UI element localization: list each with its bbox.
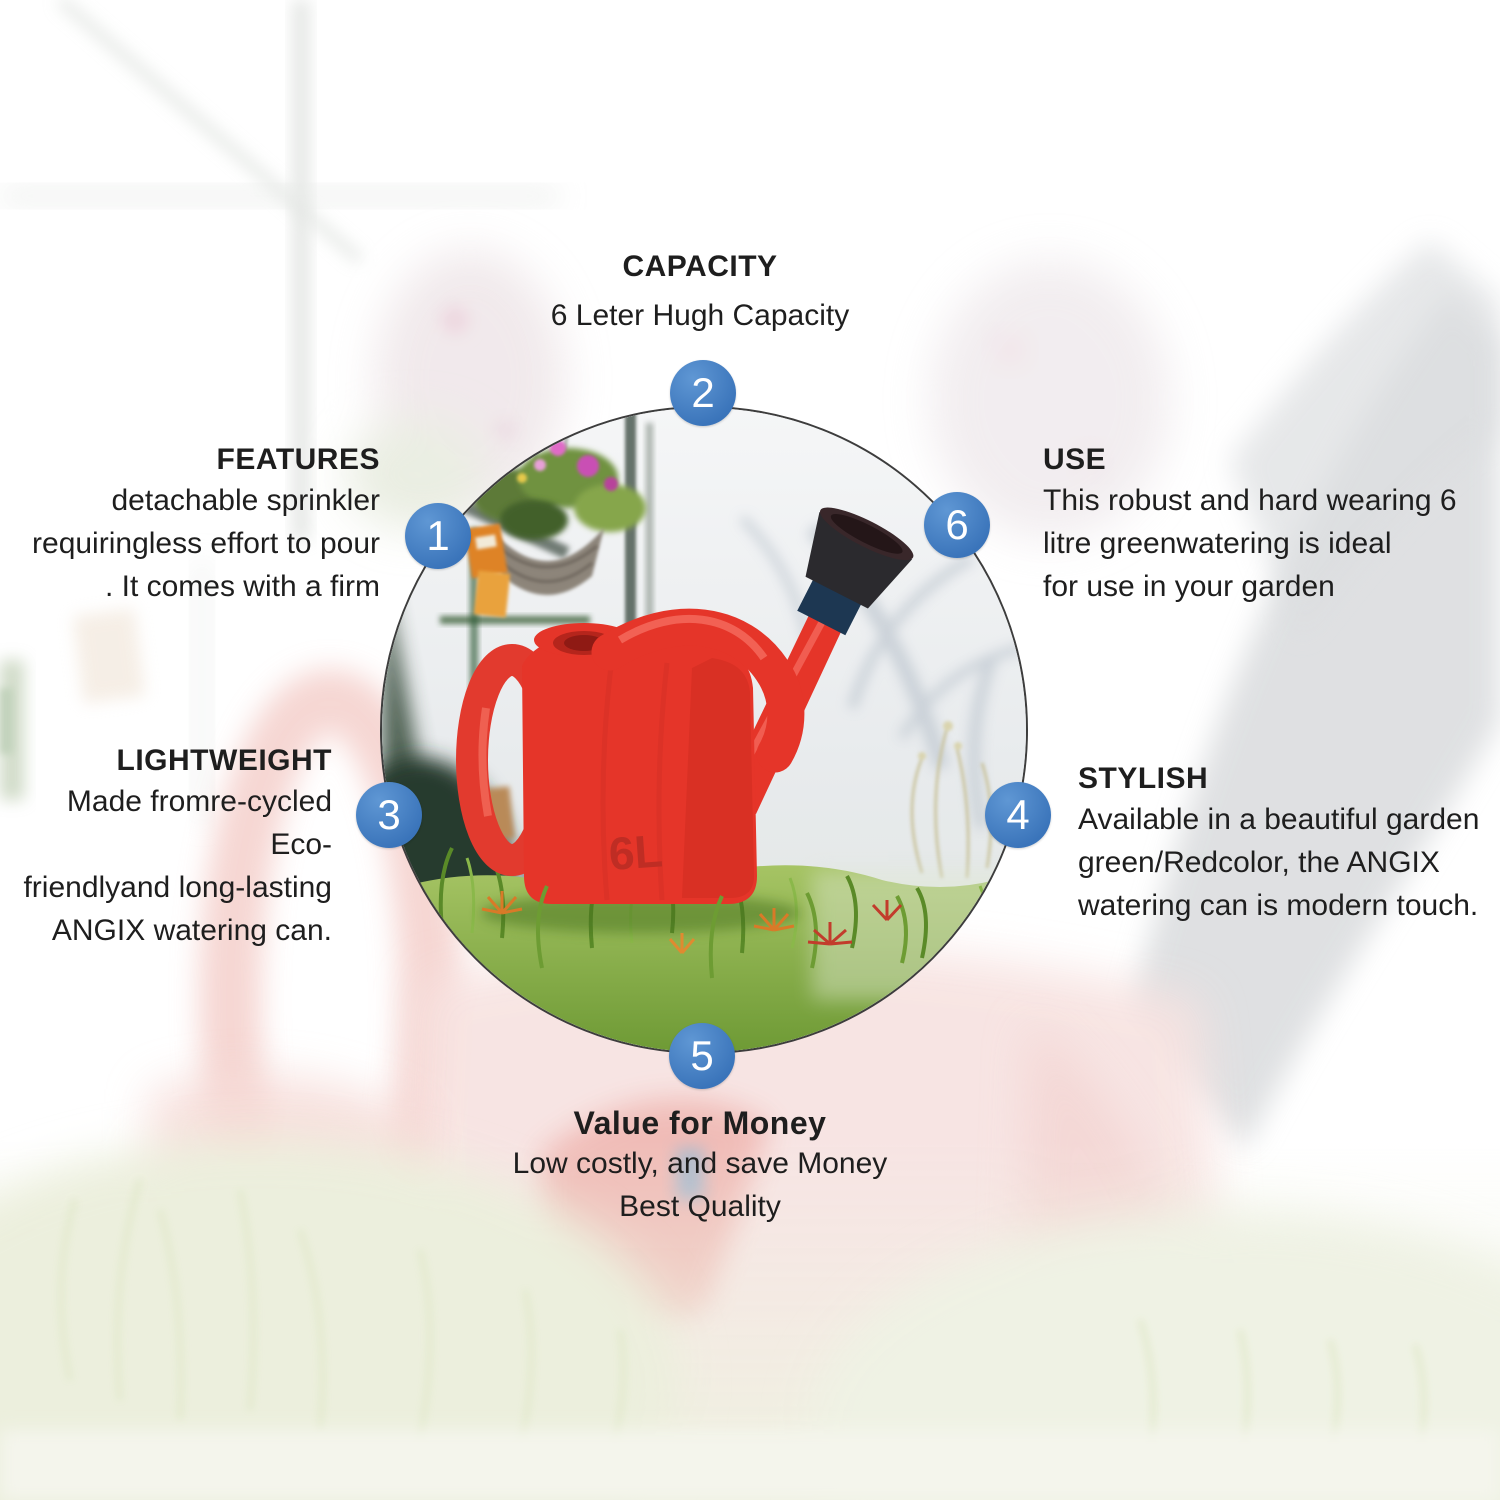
callout-capacity-title: CAPACITY — [622, 250, 778, 283]
callout-value-text: Low costly, and save Money — [512, 1147, 888, 1180]
callout-lightweight: LIGHTWEIGHT Made fromre-cycled Eco- frie… — [0, 742, 332, 952]
callout-badge-2: 2 — [670, 360, 736, 426]
callout-lightweight-text: Made fromre-cycled Eco- — [66, 785, 332, 861]
ghost-greenhouse — [0, 0, 1170, 820]
callout-features-text: detachable sprinkler — [111, 484, 381, 517]
callout-lightweight-text: ANGIX watering can. — [51, 914, 332, 947]
photo-foreground-grass — [481, 885, 908, 979]
callout-capacity: CAPACITY 6 Leter Hugh Capacity — [400, 248, 1000, 337]
callout-features-title: FEATURES — [216, 443, 380, 476]
callout-stylish-text: Available in a beautiful garden — [1078, 803, 1480, 836]
callout-capacity-text: 6 Leter Hugh Capacity — [550, 299, 850, 332]
callout-use-text: This robust and hard wearing 6 — [1043, 484, 1457, 517]
callout-use: USE This robust and hard wearing 6 litre… — [1043, 441, 1493, 608]
callout-lightweight-text: friendlyand long-lasting — [23, 871, 332, 904]
callout-features-text: . It comes with a firm — [104, 570, 380, 603]
photo-hanging-basket — [464, 408, 646, 618]
callout-stylish: STYLISH Available in a beautiful garden … — [1078, 760, 1500, 927]
callout-lightweight-title: LIGHTWEIGHT — [116, 744, 332, 777]
callout-stylish-title: STYLISH — [1078, 762, 1209, 795]
callout-badge-6: 6 — [924, 492, 990, 558]
watering-can: 6L — [456, 507, 914, 933]
callout-stylish-text: green/Redcolor, the ANGIX — [1078, 846, 1440, 879]
can-sprinkler-rose — [797, 507, 914, 636]
can-capacity-embossed: 6L — [607, 824, 664, 880]
callout-value: Value for Money Low costly, and save Mon… — [400, 1104, 1000, 1228]
seed-heads — [481, 891, 903, 954]
callout-use-text: litre greenwatering is ideal — [1043, 527, 1392, 560]
callout-features-text: requiringless effort to pour — [32, 527, 380, 560]
callout-value-text: Best Quality — [619, 1190, 781, 1223]
callout-stylish-text: watering can is modern touch. — [1078, 889, 1479, 922]
callout-badge-3: 3 — [356, 782, 422, 848]
callout-value-title: Value for Money — [573, 1105, 827, 1141]
callout-use-text: for use in your garden — [1043, 570, 1335, 603]
callout-use-title: USE — [1043, 443, 1107, 476]
callout-badge-5: 5 — [669, 1023, 735, 1089]
callout-features: FEATURES detachable sprinkler requiringl… — [0, 441, 380, 608]
ghost-grass — [0, 1140, 1500, 1500]
callout-badge-1: 1 — [405, 503, 471, 569]
callout-badge-4: 4 — [985, 782, 1051, 848]
